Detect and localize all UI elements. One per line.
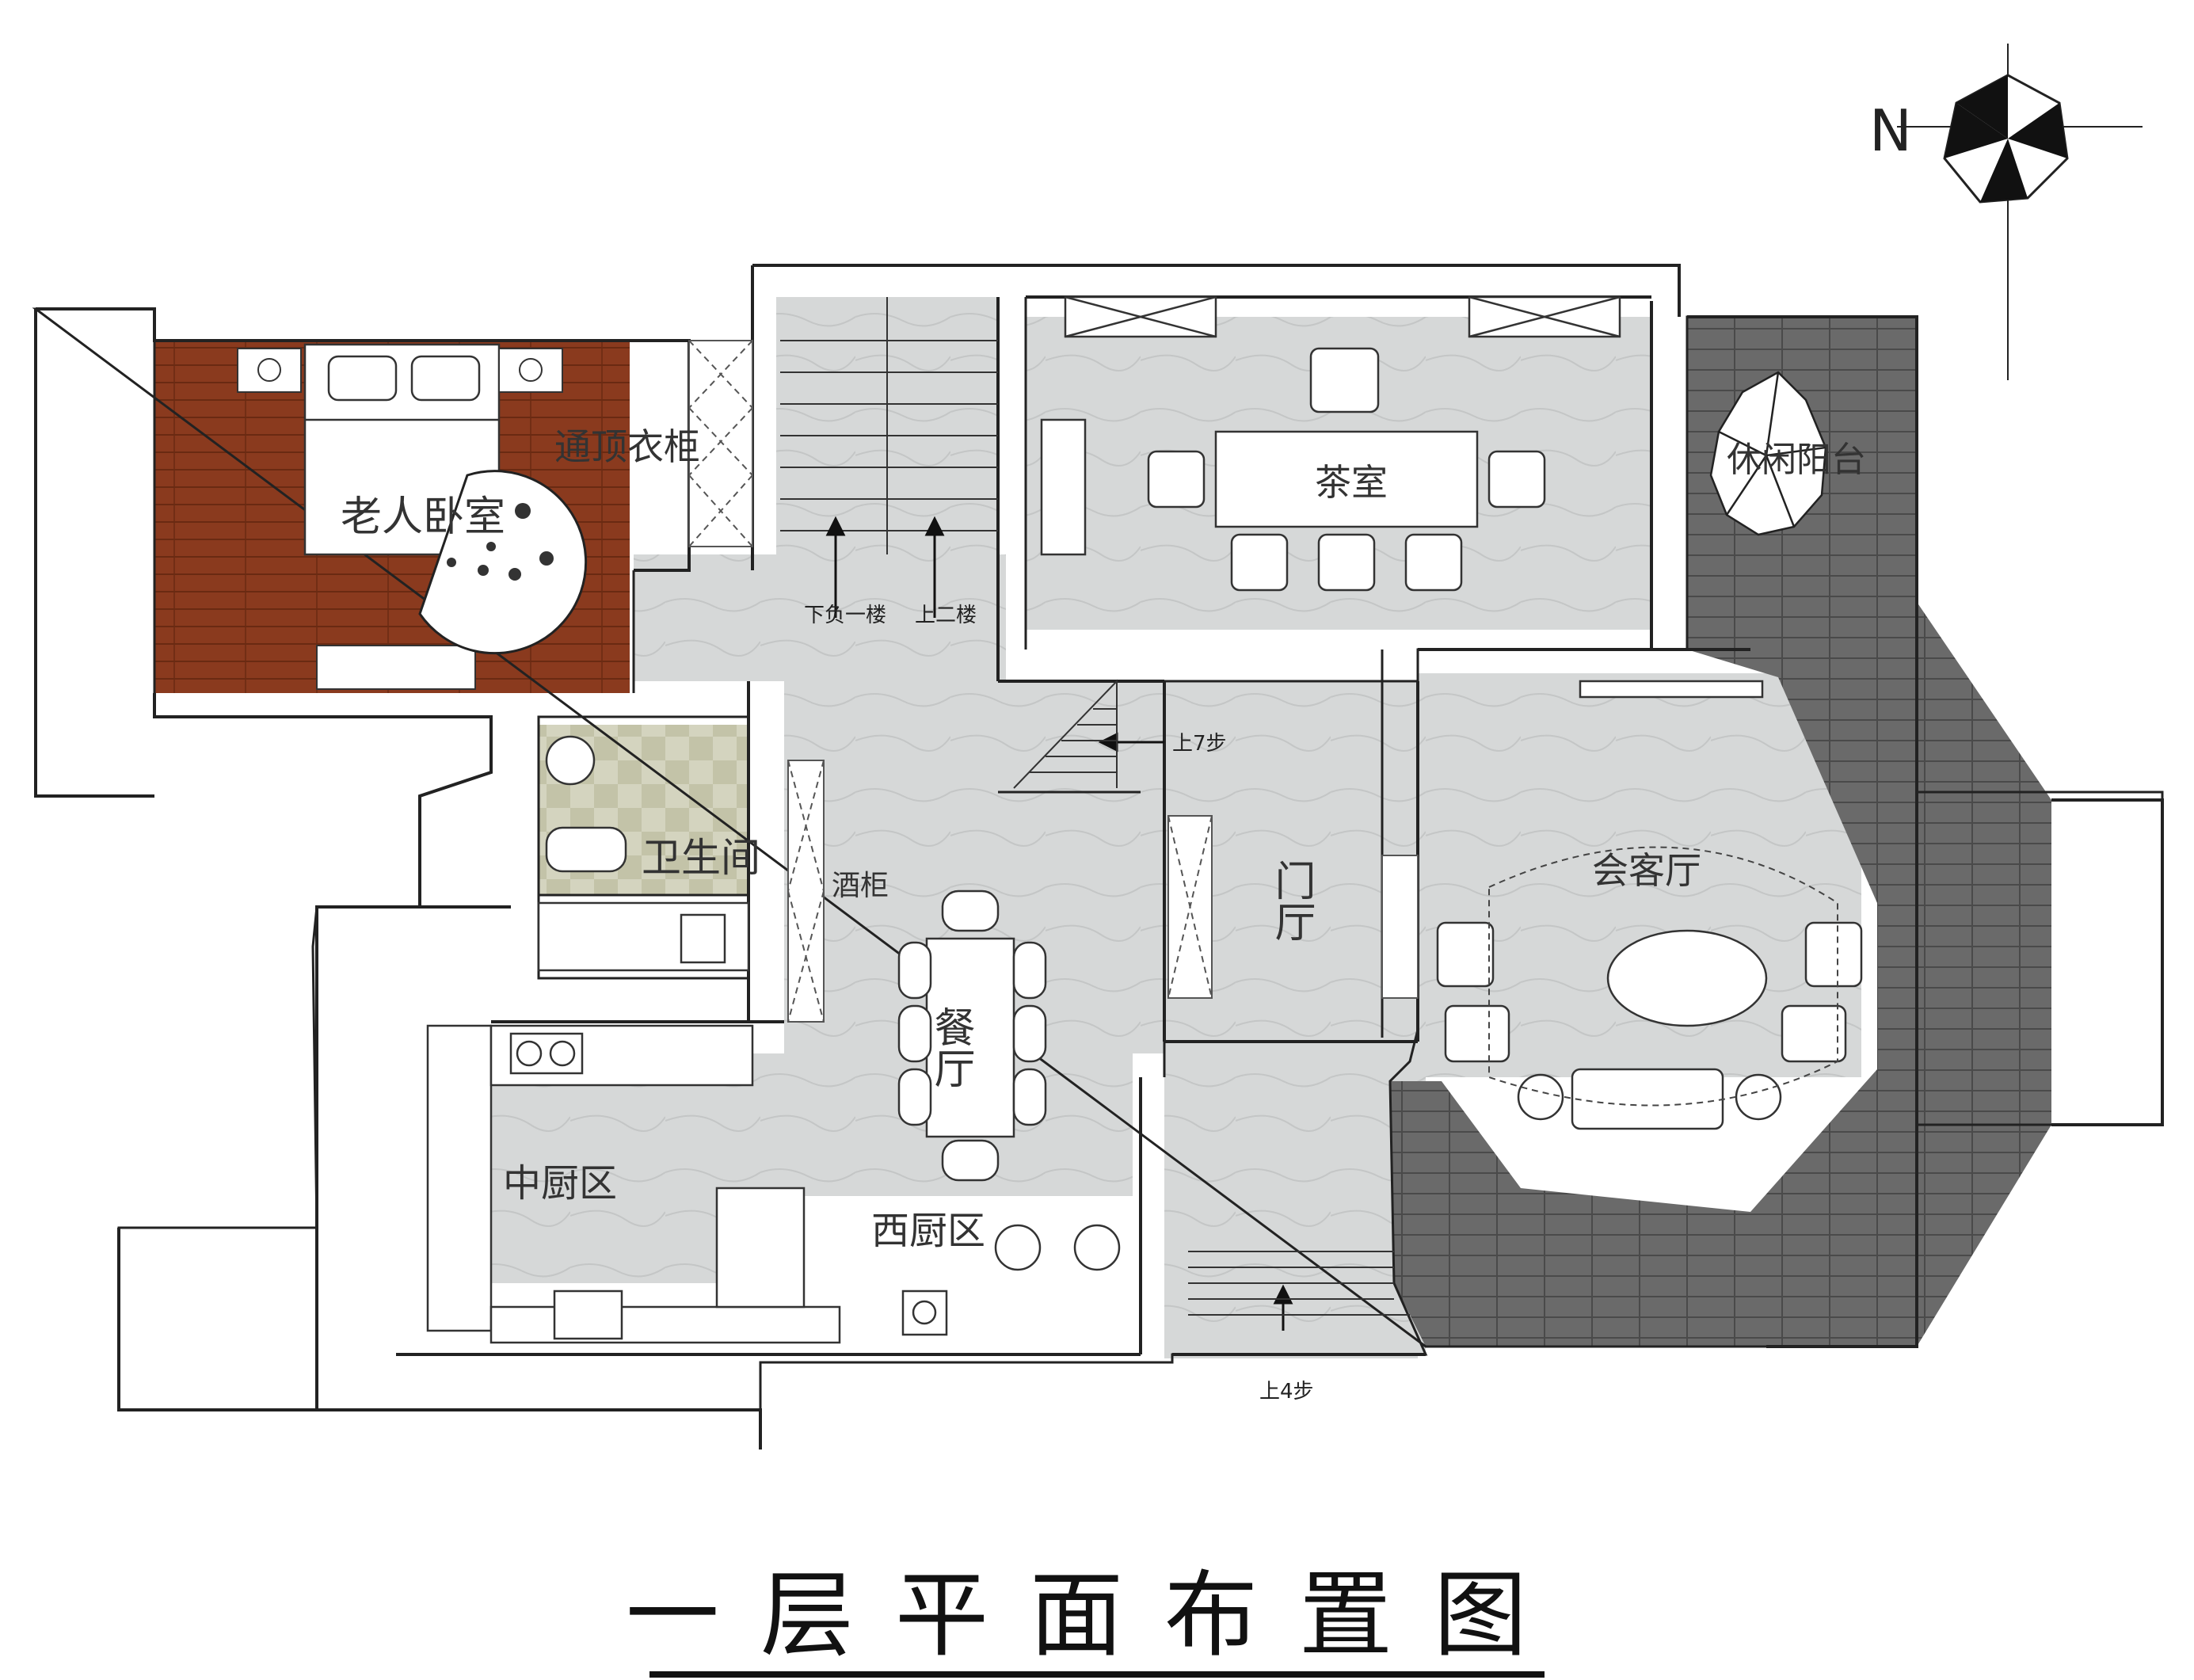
note-up-4-steps: 上4步 — [1259, 1380, 1314, 1404]
label-dining-room: 餐厅 — [927, 1006, 974, 1088]
reception-furniture — [1436, 680, 1863, 1130]
stairs — [780, 297, 998, 554]
wardrobe — [688, 340, 753, 547]
kitchen-counters — [426, 1024, 1121, 1344]
note-up-7-steps: 上7步 — [1172, 732, 1227, 756]
wine-cabinet — [787, 760, 825, 1023]
label-tea-room: 茶室 — [1315, 461, 1388, 504]
title-underline — [649, 1671, 1545, 1678]
bedroom-tv-cabinet — [316, 645, 476, 690]
rug-dots — [447, 503, 554, 581]
label-foyer: 门厅 — [1267, 859, 1315, 942]
foyer-cabinet — [1167, 815, 1419, 999]
label-chinese-kitchen: 中厨区 — [503, 1161, 617, 1206]
note-up-second: 上二楼 — [915, 604, 977, 627]
bedroom-rug — [418, 470, 588, 655]
stair-arrows — [825, 516, 1293, 1331]
dining-table — [897, 890, 1047, 1182]
tea-room-furniture — [1040, 295, 1621, 592]
nightstands — [237, 348, 563, 393]
bed — [303, 343, 501, 556]
label-leisure-balcony: 休闲阳台 — [1727, 440, 1866, 480]
side-stairs — [1013, 679, 1410, 1316]
label-wine-cabinet: 酒柜 — [832, 870, 889, 902]
page-title: 一层平面布置图 — [625, 1560, 1568, 1670]
balcony-deck — [1390, 317, 2051, 1347]
compass-north-label: N — [1869, 97, 1912, 164]
label-bathroom: 卫生间 — [642, 835, 760, 881]
bathroom-fixtures — [537, 735, 750, 972]
umbrella — [1709, 371, 1827, 536]
label-reception-hall: 会客厅 — [1592, 849, 1701, 892]
compass-icon — [1897, 44, 2143, 380]
label-wardrobe: 通顶衣柜 — [554, 425, 700, 468]
label-elderly-bedroom: 老人卧室 — [341, 493, 505, 541]
reception-rug — [1488, 846, 1838, 1107]
note-down-basement: 下负一楼 — [804, 604, 886, 627]
label-western-kitchen: 西厨区 — [871, 1209, 985, 1253]
outer-walls — [32, 307, 2164, 1411]
